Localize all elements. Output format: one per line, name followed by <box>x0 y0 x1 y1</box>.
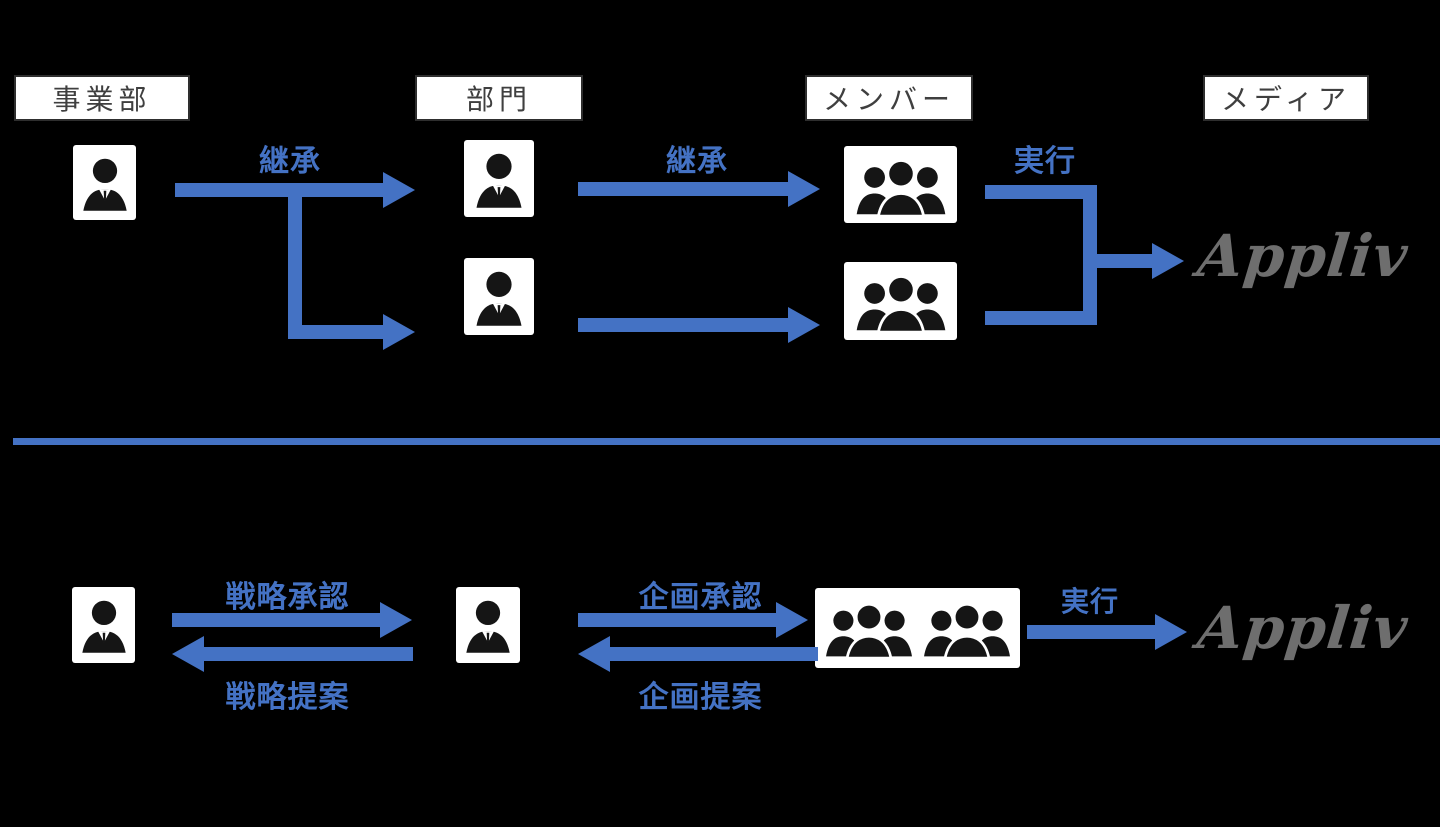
arrow-division-to-dept1-head <box>383 172 415 208</box>
arrow-strategy-approval-head <box>380 602 412 638</box>
person-icon <box>464 258 534 335</box>
appliv-logo: Appliv <box>1194 594 1412 662</box>
arrow-strategy-proposal-head <box>172 636 204 672</box>
arrow-division-to-dept2-line <box>288 325 385 339</box>
person-icon <box>456 587 520 663</box>
arrow-members-to-media-head <box>1152 243 1184 279</box>
arrow-division-to-dept2-head <box>383 314 415 350</box>
person-icon <box>73 145 136 220</box>
arrow-members-to-media-line <box>1090 254 1152 268</box>
arrow-branch-vertical <box>288 183 302 339</box>
arrow-dept1-to-members-head <box>788 171 820 207</box>
merge-line-bottom <box>985 311 1097 325</box>
label-execute-top: 実行 <box>1014 145 1076 178</box>
arrow-dept1-to-members-line <box>578 182 790 196</box>
arrow-plan-proposal-head <box>578 636 610 672</box>
header-media: メディア <box>1203 75 1369 121</box>
arrow-strategy-proposal-line <box>202 647 413 661</box>
label-strategy-approval: 戦略承認 <box>225 581 350 614</box>
label-plan-proposal: 企画提案 <box>638 681 763 714</box>
label-strategy-proposal: 戦略提案 <box>225 681 350 714</box>
header-department: 部門 <box>415 75 583 121</box>
header-department-label: 部門 <box>465 84 532 115</box>
person-icon <box>72 587 135 663</box>
arrow-execute-bottom-line <box>1027 625 1155 639</box>
group-icon <box>844 262 957 340</box>
header-business-division: 事業部 <box>14 75 190 121</box>
group-icon <box>844 146 957 223</box>
label-inherit-2: 継承 <box>666 145 728 178</box>
header-members-label: メンバー <box>822 84 955 115</box>
arrow-strategy-approval-line <box>172 613 382 627</box>
person-icon <box>464 140 534 217</box>
group-pair-icon <box>815 588 1020 668</box>
merge-line-top <box>985 185 1097 199</box>
arrow-plan-proposal-line <box>608 647 818 661</box>
header-business-division-label: 事業部 <box>52 84 152 115</box>
appliv-logo: Appliv <box>1194 222 1412 290</box>
label-plan-approval: 企画承認 <box>638 581 763 614</box>
arrow-dept2-to-members-head <box>788 307 820 343</box>
arrow-division-to-dept1-line <box>175 183 385 197</box>
arrow-dept2-to-members-line <box>578 318 790 332</box>
section-divider <box>13 438 1440 445</box>
arrow-execute-bottom-head <box>1155 614 1187 650</box>
header-members: メンバー <box>805 75 973 121</box>
label-inherit-1: 継承 <box>259 145 321 178</box>
label-execute-bottom: 実行 <box>1060 586 1119 617</box>
arrow-plan-approval-head <box>776 602 808 638</box>
arrow-plan-approval-line <box>578 613 778 627</box>
header-media-label: メディア <box>1220 84 1352 115</box>
